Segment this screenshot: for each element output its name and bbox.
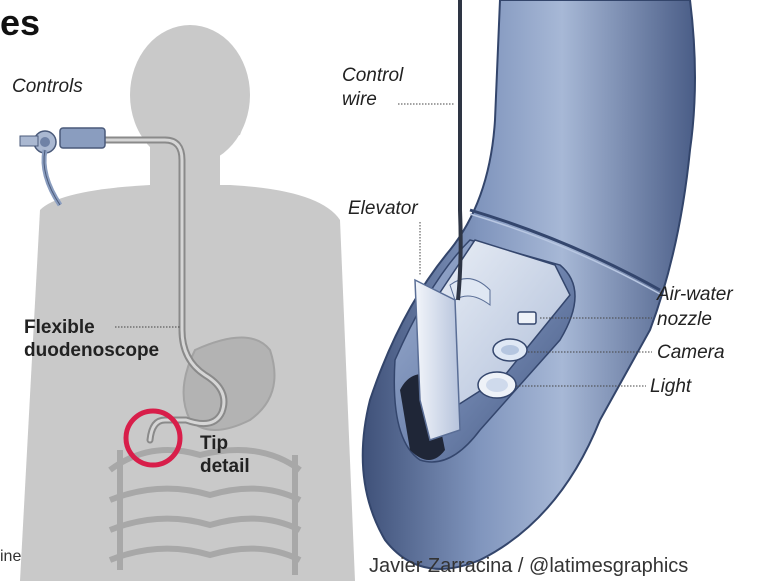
flexible-label-line1: Flexible	[24, 316, 159, 339]
tip-label-line1: Tip	[200, 432, 250, 455]
controls-label: Controls	[12, 76, 83, 98]
human-silhouette	[20, 25, 355, 581]
flexible-label-line2: duodenoscope	[24, 339, 159, 362]
light-label: Light	[650, 376, 691, 398]
scope-tip-detail	[363, 0, 695, 569]
image-credit: Javier Zarracina / @latimesgraphics	[369, 555, 688, 578]
air-water-label-line2: nozzle	[657, 307, 733, 332]
elevator-label: Elevator	[348, 198, 418, 220]
flexible-duodenoscope-label: Flexible duodenoscope	[24, 316, 159, 362]
control-wire-label-line1: Control	[342, 64, 403, 88]
control-wire-label: Control wire	[342, 64, 403, 112]
cut-off-text: ine	[0, 548, 21, 566]
tip-detail-label: Tip detail	[200, 432, 250, 478]
air-water-nozzle-label: Air-water nozzle	[657, 282, 733, 332]
page-heading: es	[0, 2, 40, 44]
air-water-label-line1: Air-water	[657, 282, 733, 307]
control-wire-label-line2: wire	[342, 88, 403, 112]
tip-label-line2: detail	[200, 455, 250, 478]
camera-label: Camera	[657, 342, 725, 364]
